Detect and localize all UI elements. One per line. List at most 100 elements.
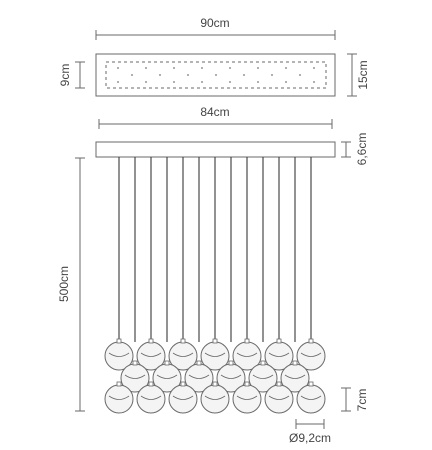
mounting-points xyxy=(117,67,315,83)
sphere-outline xyxy=(136,384,166,414)
sphere-band xyxy=(252,374,274,379)
mounting-point xyxy=(243,74,245,76)
sphere-band xyxy=(284,374,306,379)
sphere-cap xyxy=(276,338,282,344)
glass-sphere xyxy=(152,360,182,393)
glass-sphere xyxy=(296,338,326,371)
glass-sphere xyxy=(200,338,230,371)
sphere-cap xyxy=(228,360,234,366)
sphere-height-label: 7cm xyxy=(355,389,369,412)
mounting-point xyxy=(313,67,315,69)
glass-spheres xyxy=(104,338,326,414)
mounting-point xyxy=(117,81,119,83)
sphere-band xyxy=(300,352,322,357)
glass-sphere xyxy=(264,381,294,414)
glass-sphere xyxy=(296,381,326,414)
top-view-outline xyxy=(95,53,336,97)
sphere-band xyxy=(156,374,178,379)
mounting-point xyxy=(257,81,259,83)
sphere-cap xyxy=(132,360,138,366)
sphere-cap xyxy=(244,338,250,344)
sphere-cap xyxy=(116,381,122,387)
glass-sphere xyxy=(168,338,198,371)
sphere-cap xyxy=(180,381,186,387)
glass-sphere xyxy=(104,381,134,414)
mounting-point xyxy=(173,81,175,83)
mounting-point xyxy=(313,81,315,83)
inner-depth-label: 9cm xyxy=(58,64,72,87)
canopy-height-label: 6,6cm xyxy=(355,133,369,166)
glass-sphere xyxy=(264,338,294,371)
glass-sphere xyxy=(120,360,150,393)
sphere-cap xyxy=(260,360,266,366)
mounting-point xyxy=(285,67,287,69)
sphere-cap xyxy=(276,381,282,387)
glass-sphere xyxy=(184,360,214,393)
suspension-cables xyxy=(118,157,312,342)
glass-sphere xyxy=(168,381,198,414)
mounting-point xyxy=(229,81,231,83)
glass-sphere xyxy=(232,381,262,414)
sphere-cap xyxy=(308,381,314,387)
sphere-band xyxy=(140,352,162,357)
top-view-inner-dashed xyxy=(105,61,327,89)
sphere-band xyxy=(236,395,258,400)
front-view: 84cm 6,6cm 500cm 7cm Ø9,2cm xyxy=(57,105,369,445)
sphere-diameter-label: Ø9,2cm xyxy=(289,431,331,445)
glass-sphere xyxy=(104,338,134,371)
sphere-band xyxy=(172,395,194,400)
mounting-point xyxy=(285,81,287,83)
sphere-cap xyxy=(180,338,186,344)
sphere-band xyxy=(108,352,130,357)
mounting-point xyxy=(271,74,273,76)
glass-sphere xyxy=(216,360,246,393)
sphere-band xyxy=(124,374,146,379)
sphere-cap xyxy=(164,360,170,366)
glass-sphere xyxy=(280,360,310,393)
glass-sphere xyxy=(136,381,166,414)
sphere-outline xyxy=(168,384,198,414)
mounting-point xyxy=(145,67,147,69)
sphere-outline xyxy=(232,384,262,414)
sphere-band xyxy=(268,395,290,400)
mounting-point xyxy=(215,74,217,76)
outer-depth-label: 15cm xyxy=(356,60,370,89)
sphere-band xyxy=(108,395,130,400)
top-width-label: 90cm xyxy=(200,16,229,30)
sphere-band xyxy=(236,352,258,357)
glass-sphere xyxy=(248,360,278,393)
glass-sphere xyxy=(136,338,166,371)
mounting-point xyxy=(201,81,203,83)
sphere-cap xyxy=(212,338,218,344)
mounting-point xyxy=(145,81,147,83)
glass-sphere xyxy=(232,338,262,371)
sphere-cap xyxy=(212,381,218,387)
sphere-outline xyxy=(296,384,326,414)
sphere-band xyxy=(300,395,322,400)
canopy xyxy=(95,141,336,158)
sphere-band xyxy=(204,352,226,357)
sphere-band xyxy=(268,352,290,357)
sphere-band xyxy=(188,374,210,379)
sphere-cap xyxy=(292,360,298,366)
sphere-band xyxy=(172,352,194,357)
canopy-width-label: 84cm xyxy=(200,105,229,119)
mounting-point xyxy=(173,67,175,69)
mounting-point xyxy=(159,74,161,76)
sphere-cap xyxy=(116,338,122,344)
sphere-cap xyxy=(148,338,154,344)
sphere-band xyxy=(140,395,162,400)
mounting-point xyxy=(187,74,189,76)
mounting-point xyxy=(299,74,301,76)
total-drop-label: 500cm xyxy=(57,266,71,302)
mounting-point xyxy=(201,67,203,69)
sphere-cap xyxy=(148,381,154,387)
top-view: 90cm 9cm 15cm xyxy=(58,16,370,97)
mounting-point xyxy=(131,74,133,76)
glass-sphere xyxy=(200,381,230,414)
sphere-band xyxy=(204,395,226,400)
sphere-band xyxy=(220,374,242,379)
sphere-cap xyxy=(244,381,250,387)
sphere-outline xyxy=(200,384,230,414)
